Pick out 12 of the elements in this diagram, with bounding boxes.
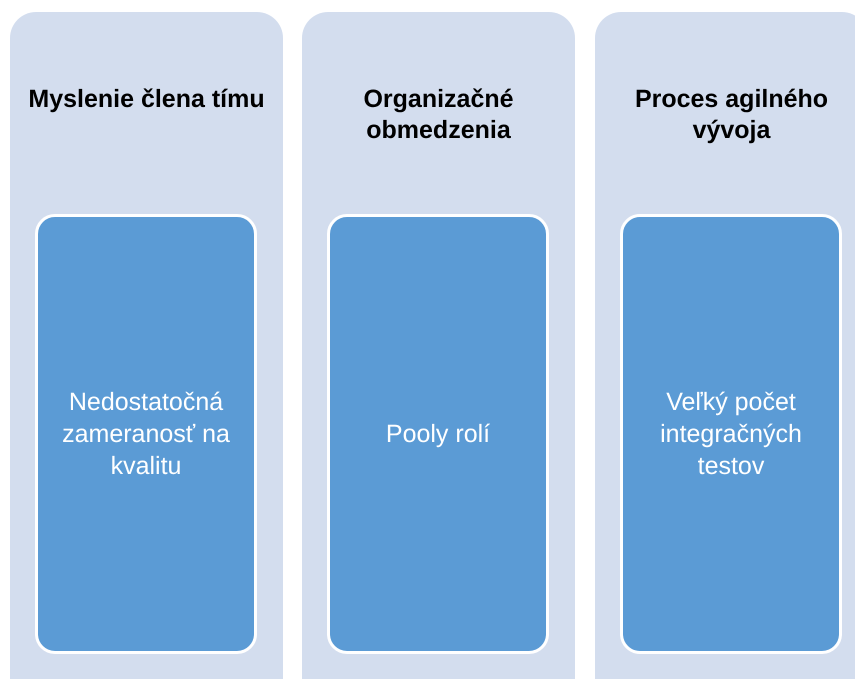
content-box <box>327 214 549 654</box>
column-panel <box>595 12 855 679</box>
box-text: Pooly rolí <box>386 419 490 450</box>
box-text: Veľký počet integračných testov <box>659 387 803 482</box>
column-panel <box>10 12 283 679</box>
content-box <box>35 214 257 654</box>
column-heading: Organizačné obmedzenia <box>362 84 515 146</box>
content-box <box>620 214 842 654</box>
box-text: Nedostatočná zameranosť na kvalitu <box>61 387 231 482</box>
column-heading: Proces agilného vývoja <box>634 84 830 146</box>
column-panel <box>302 12 575 679</box>
column-heading: Myslenie člena tímu <box>28 84 265 115</box>
